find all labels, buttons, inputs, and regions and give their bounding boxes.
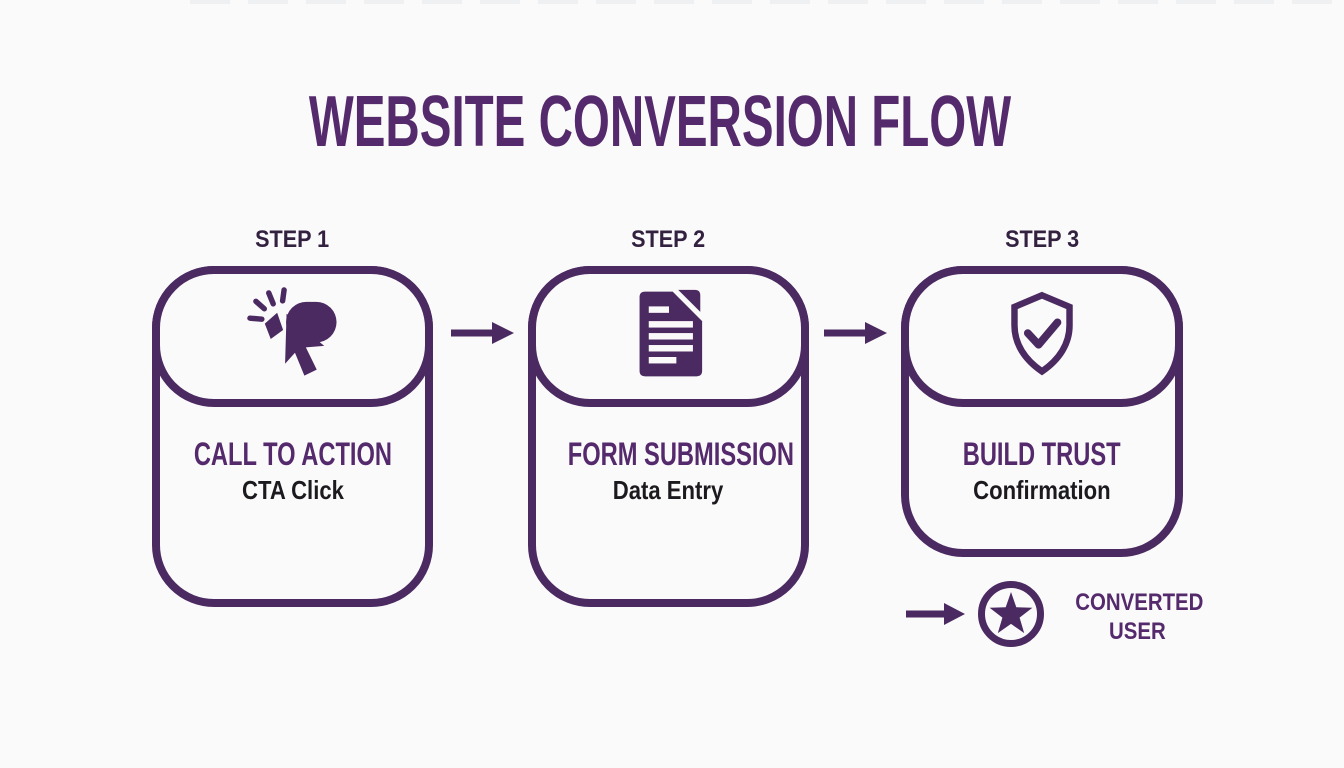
shield-check-icon [901,284,1183,384]
converted-user-line1: CONVERTED [1075,589,1204,616]
step-1-title: CALL TO ACTION [193,436,392,472]
step-2-label: STEP 2 [631,226,706,253]
page-title: WEBSITE CONVERSION FLOW [0,82,1320,162]
step-2-title: FORM SUBMISSION [567,436,795,472]
step-1-subtitle: CTA Click [241,475,344,505]
converted-user-label: CONVERTED USER [1064,588,1210,646]
page-title-text: WEBSITE CONVERSION FLOW [308,82,1012,162]
step-3-label: STEP 3 [1004,226,1080,253]
step-2-card: FORM SUBMISSION Data Entry [528,266,809,607]
cursor-click-icon [152,284,433,384]
arrow-right-icon [824,322,887,344]
step-1-label: STEP 1 [255,226,330,253]
step-1-card: CALL TO ACTION CTA Click [152,266,433,607]
step-3-title: BUILD TRUST [963,436,1121,472]
form-document-icon [528,284,809,384]
arrow-right-icon [451,322,514,344]
step-2-subtitle: Data Entry [613,475,724,505]
star-circle-icon [978,581,1044,647]
step-3-subtitle: Confirmation [973,475,1111,505]
converted-user-line2: USER [1108,618,1166,645]
arrow-right-icon [906,603,965,625]
top-edge-artifact [190,0,1334,4]
step-3-card: BUILD TRUST Confirmation [901,266,1183,557]
